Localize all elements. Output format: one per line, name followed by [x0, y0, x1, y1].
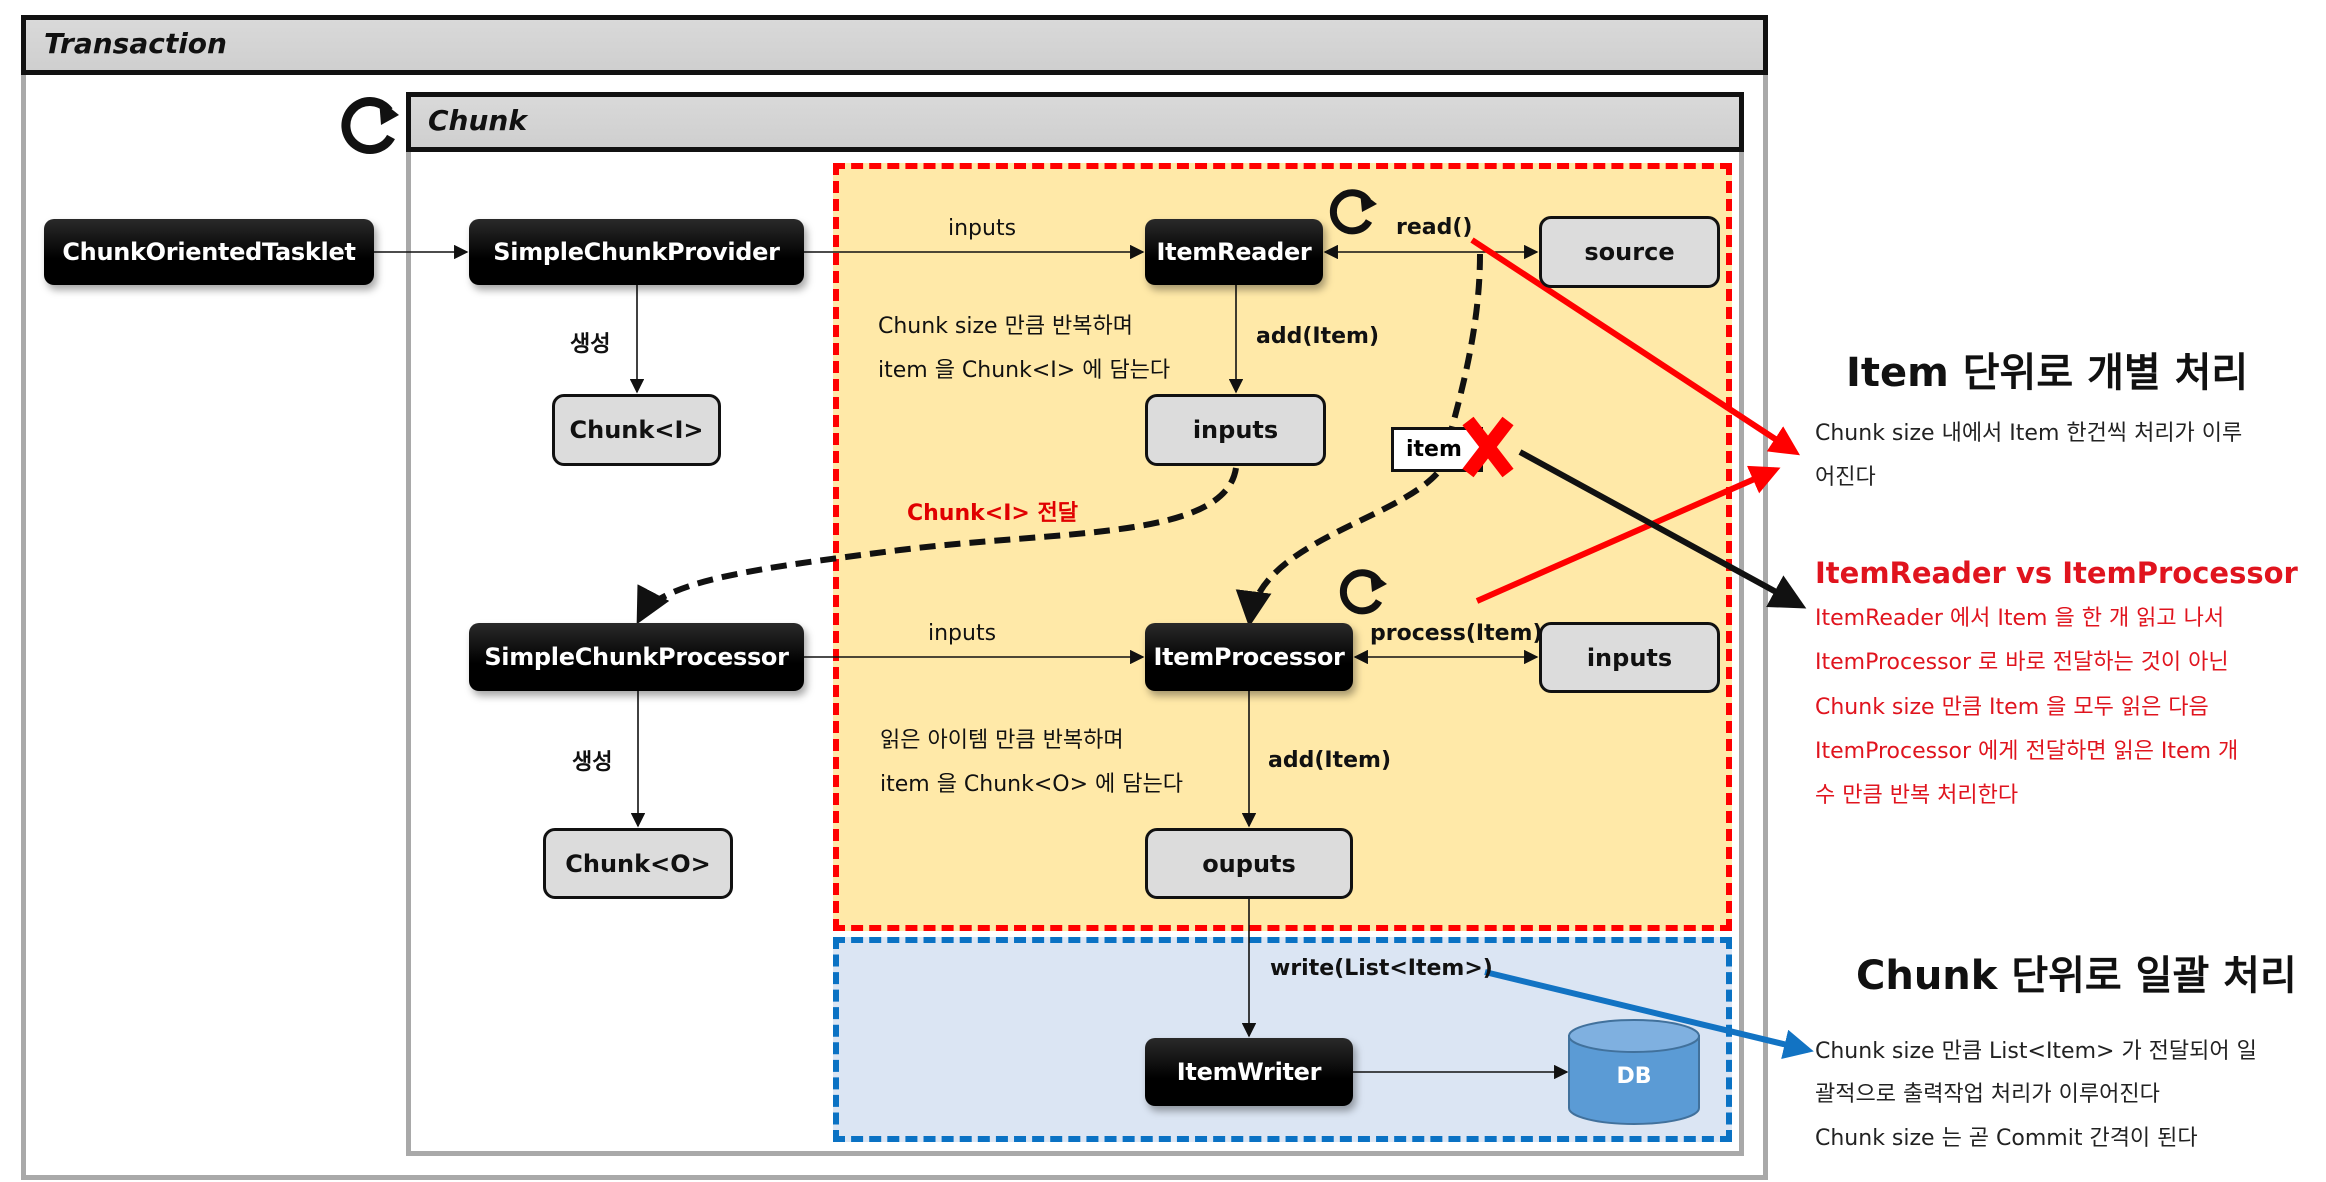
item-processing-desc-line2: 어진다 [1815, 465, 1876, 490]
callout-item-to-compare [1518, 449, 1807, 609]
chunk-processing-line3: Chunk size 는 곧 Commit 간격이 된다 [1815, 1126, 2198, 1151]
reader-inputs-node: inputs [1145, 394, 1326, 466]
item-processor-node: ItemProcessor [1145, 623, 1353, 691]
db-label: DB [1616, 1064, 1652, 1089]
chunk-loop-icon [341, 97, 399, 154]
label-processor-add: add(Item) [1268, 748, 1391, 773]
compare-title: ItemReader vs ItemProcessor [1815, 556, 2298, 590]
transaction-frame-bottom [21, 1175, 1768, 1180]
processor-note-line1: 읽은 아이템 만큼 반복하며 [880, 728, 1124, 753]
item-processing-desc-line1: Chunk size 내에서 Item 한건씩 처리가 이루 [1815, 421, 2243, 446]
compare-line2: ItemProcessor 로 바로 전달하는 것이 아닌 [1815, 650, 2229, 675]
item-box-label: item [1406, 437, 1462, 462]
chunk-title: Chunk [428, 104, 527, 137]
label-chunk-i-transfer: Chunk<I> 전달 [907, 501, 1078, 526]
label-writer-write: write(List<Item>) [1270, 956, 1493, 981]
label-processor-inputs: inputs [928, 621, 997, 646]
item-writer-node: ItemWriter [1145, 1038, 1353, 1106]
chunk-processing-line1: Chunk size 만큼 List<Item> 가 전달되어 일 [1815, 1039, 2257, 1064]
chunk-i-node: Chunk<I> [552, 394, 721, 466]
transaction-header [21, 15, 1768, 75]
db-cylinder-icon [1568, 1019, 1700, 1125]
processor-loop-icon [1339, 569, 1387, 615]
reader-processor-zone [833, 163, 1732, 931]
item-processing-title: Item 단위로 개별 처리 [1846, 350, 2249, 396]
transaction-frame-right [1763, 74, 1768, 1180]
chunk-o-node: Chunk<O> [543, 828, 733, 899]
chunk-frame-left [406, 150, 411, 1156]
chunk-oriented-tasklet-node: ChunkOrientedTasklet [44, 219, 374, 285]
chunk-frame-bottom [406, 1151, 1744, 1156]
blocked-x-icon [1458, 415, 1518, 479]
outputs-node: ouputs [1145, 828, 1353, 899]
label-processor-process: process(Item) [1370, 621, 1543, 646]
reader-note-line1: Chunk size 만큼 반복하며 [878, 314, 1134, 339]
callout-read-to-item-desc [1470, 237, 1801, 456]
chunk-frame-right [1739, 150, 1744, 1156]
transaction-frame-left [21, 74, 26, 1180]
callout-process-to-item-desc [1475, 465, 1781, 604]
processor-note-line2: item 을 Chunk<O> 에 담는다 [880, 772, 1183, 797]
simple-chunk-provider-node: SimpleChunkProvider [469, 219, 804, 285]
chunk-processing-title: Chunk 단위로 일괄 처리 [1856, 953, 2297, 999]
processor-inputs-node: inputs [1539, 622, 1720, 693]
transaction-title: Transaction [44, 27, 227, 60]
chunk-processing-line2: 괄적으로 출력작업 처리가 이루어진다 [1815, 1082, 2160, 1107]
label-reader-read: read() [1396, 215, 1473, 240]
compare-line5: 수 만큼 반복 처리한다 [1815, 783, 2019, 808]
reader-loop-icon [1329, 189, 1377, 235]
edge-item-transfer [1235, 253, 1483, 628]
callout-write-to-chunk-desc [1484, 969, 1814, 1059]
label-reader-add: add(Item) [1256, 324, 1379, 349]
compare-line1: ItemReader 에서 Item 을 한 개 읽고 나서 [1815, 606, 2225, 631]
label-processor-create: 생성 [572, 750, 613, 775]
chunk-header [406, 92, 1744, 152]
reader-note-line2: item 을 Chunk<I> 에 담는다 [878, 358, 1171, 383]
label-provider-reader-inputs: inputs [948, 216, 1017, 241]
simple-chunk-processor-node: SimpleChunkProcessor [469, 623, 804, 691]
compare-line3: Chunk size 만큼 Item 을 모두 읽은 다음 [1815, 695, 2209, 720]
compare-line4: ItemProcessor 에게 전달하면 읽은 Item 개 [1815, 739, 2239, 764]
source-node: source [1539, 216, 1720, 288]
item-reader-node: ItemReader [1145, 219, 1323, 285]
edge-chunk-i-transfer [636, 467, 1239, 625]
label-provider-create: 생성 [570, 332, 611, 357]
